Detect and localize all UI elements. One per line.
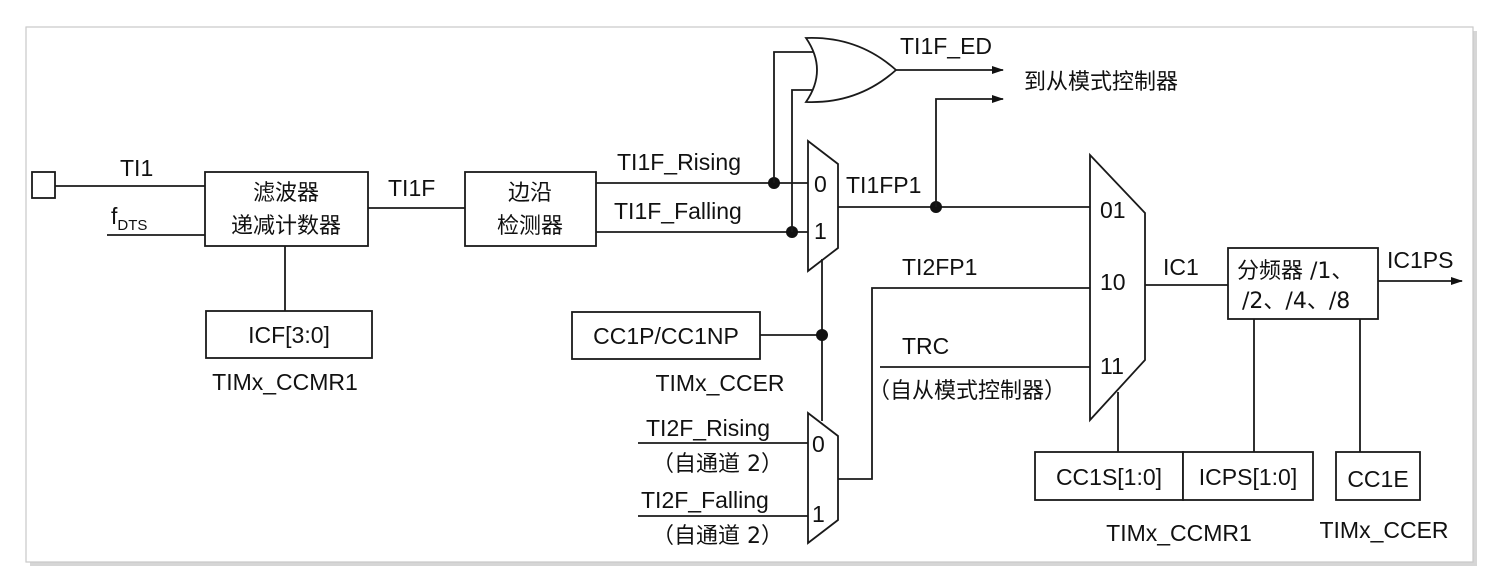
icps-register-label: ICPS[1:0] [1199,464,1297,490]
filter-block [204,171,369,247]
ti2fp1-wire [838,287,1090,480]
prescaler-line1: 分频器 /1、 [1237,259,1353,284]
prescaler-block [1227,247,1379,320]
trc-label: TRC [902,333,949,359]
mux1-input-1: 1 [814,218,827,244]
edge-detector-block [464,171,597,247]
prescaler-line2: /2、/4、/8 [1242,289,1350,314]
polarity-junction [816,329,828,341]
ccmr1-label-left: TIMx_CCMR1 [212,369,358,395]
fdts-label: fDTS [111,203,147,234]
main-mux-input-10: 10 [1100,269,1126,295]
mux2-input-1: 1 [812,501,825,527]
ti2f-rising-label: TI2F_Rising [646,415,770,441]
ti1fp1-to-slave-wire [935,95,1004,207]
cc1e-register-label: CC1E [1347,466,1408,492]
main-mux-input-01: 01 [1100,197,1126,223]
or-gate [804,37,898,103]
ti2f-falling-note: （自通道 2） [652,524,783,549]
polarity-register-box [571,311,761,360]
ti1-polarity-mux [807,139,839,273]
trc-note: （自从模式控制器） [868,379,1066,404]
ccer-label-mid: TIMx_CCER [655,370,784,396]
cc1s-register-box [1034,451,1184,501]
ccmr1-label-right: TIMx_CCMR1 [1106,520,1252,546]
edge-detector-line2: 检测器 [497,214,563,239]
ti1f-label: TI1F [388,175,435,201]
ti2f-rising-note: （自通道 2） [652,452,783,477]
mux2-input-0: 0 [812,431,825,457]
ti1fp1-label: TI1FP1 [846,172,921,198]
ti2fp1-label: TI2FP1 [902,254,977,280]
icf-register-box [205,310,373,359]
ti1f-falling-label: TI1F_Falling [614,198,742,224]
ccer-label-right: TIMx_CCER [1319,517,1448,543]
ti1-label: TI1 [120,155,153,181]
ti2f-falling-label: TI2F_Falling [641,487,769,513]
main-mux-input-11: 11 [1100,353,1124,379]
filter-block-line2: 递减计数器 [231,214,341,239]
polarity-register-label: CC1P/CC1NP [593,323,739,349]
rising-to-or-wire [773,51,818,183]
ic1-label: IC1 [1163,254,1199,280]
cc1e-register-box [1335,451,1421,501]
ti1-input-pin [31,171,56,199]
ic1ps-label: IC1PS [1387,247,1453,273]
filter-block-line1: 滤波器 [253,181,319,206]
falling-to-or-wire [791,89,818,232]
icps-register-box [1182,451,1314,501]
ti1f-rising-label: TI1F_Rising [617,149,741,175]
mux1-input-0: 0 [814,171,827,197]
edge-detector-line1: 边沿 [508,181,552,206]
ti2-polarity-mux [807,411,839,545]
cc1s-register-label: CC1S[1:0] [1056,464,1162,490]
input-select-mux [1089,152,1146,423]
icf-register-label: ICF[3:0] [248,322,330,348]
to-slave-controller-label: 到从模式控制器 [1024,70,1178,95]
ti1f-ed-label: TI1F_ED [900,33,992,59]
